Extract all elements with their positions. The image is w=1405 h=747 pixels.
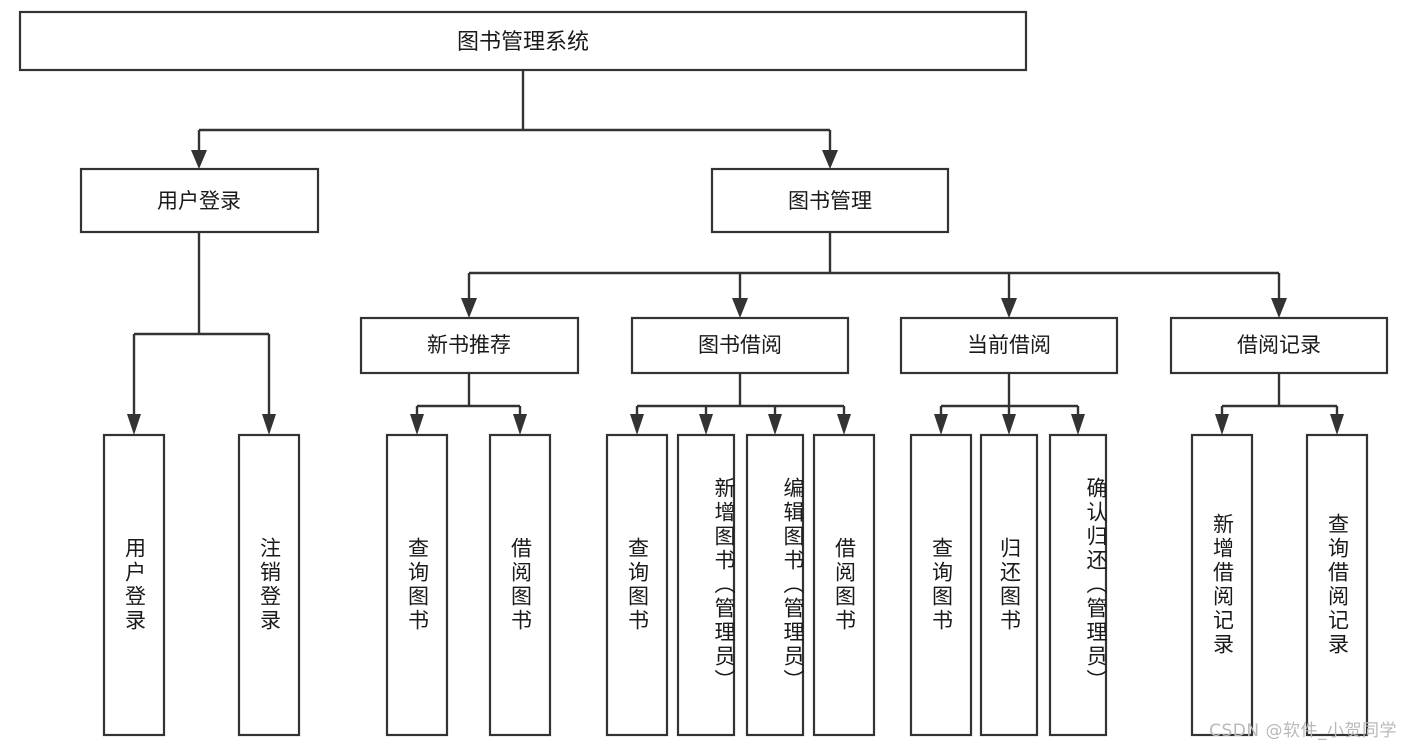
node-current-borrow-box[interactable] — [899, 316, 1119, 375]
arrow-head-bb-leaf4 — [837, 414, 851, 435]
node-new-book-recommend-box[interactable] — [359, 316, 580, 375]
node-book-borrow-label: 图书借阅 — [698, 333, 782, 357]
arrow-head-br-leaf1 — [1215, 414, 1229, 435]
node-current-borrow[interactable]: 当前借阅 — [899, 316, 1119, 375]
leaf-box-query-book-nb[interactable] — [385, 433, 449, 737]
arrow-head-bb-leaf3 — [768, 414, 782, 435]
arrow-head-new-book — [461, 298, 477, 318]
node-root[interactable]: 图书管理系统 — [18, 10, 1028, 72]
node-root-box[interactable] — [18, 10, 1028, 72]
arrow-head-br-leaf2 — [1330, 414, 1344, 435]
node-book-management-label: 图书管理 — [788, 189, 872, 213]
arrow-head-current — [1001, 298, 1017, 318]
leaf-box-add-borrow-record[interactable] — [1190, 433, 1254, 737]
connector-group-new-book — [410, 373, 527, 435]
leaf-box-borrow-book-nb[interactable] — [488, 433, 552, 737]
connector-group-book-mgmt — [461, 232, 1287, 318]
arrow-head-book-mgmt — [822, 150, 838, 169]
node-user-login-box[interactable] — [79, 167, 320, 234]
connector-group-root — [191, 70, 838, 169]
node-borrow-record-label: 借阅记录 — [1237, 333, 1321, 357]
arrow-head-borrow — [732, 298, 748, 318]
node-book-management[interactable]: 图书管理 — [710, 167, 950, 234]
connector-group-current — [934, 373, 1085, 435]
node-new-book-recommend-label: 新书推荐 — [427, 333, 511, 357]
connector-group-borrow — [630, 373, 851, 435]
leaf-box-query-borrow-record[interactable] — [1305, 433, 1369, 737]
arrow-head-nb-leaf1 — [410, 414, 424, 435]
leaf-box-add-book-admin[interactable] — [676, 433, 736, 737]
connector-group-record — [1215, 373, 1344, 435]
leaf-box-edit-book-admin[interactable] — [745, 433, 805, 737]
leaf-box-query-book-bb[interactable] — [605, 433, 669, 737]
arrow-head-record — [1271, 298, 1287, 318]
leaf-box-return-book[interactable] — [979, 433, 1039, 737]
node-user-login[interactable]: 用户登录 — [79, 167, 320, 234]
arrow-head-ul-leaf2 — [262, 414, 276, 435]
node-current-borrow-label: 当前借阅 — [967, 333, 1051, 357]
watermark-text: CSDN @软件_小贺同学 — [1209, 721, 1397, 741]
connector-group-user-login — [127, 232, 276, 435]
node-book-borrow[interactable]: 图书借阅 — [630, 316, 850, 375]
node-book-management-box[interactable] — [710, 167, 950, 234]
arrow-head-cb-leaf1 — [934, 414, 948, 435]
arrow-head-user-login — [191, 150, 207, 169]
node-book-borrow-box[interactable] — [630, 316, 850, 375]
leaf-box-borrow-book-bb[interactable] — [812, 433, 876, 737]
arrow-head-bb-leaf2 — [699, 414, 713, 435]
node-user-login-label: 用户登录 — [157, 189, 241, 213]
node-new-book-recommend[interactable]: 新书推荐 — [359, 316, 580, 375]
leaf-box-logout[interactable] — [237, 433, 301, 737]
leaf-box-user-login[interactable] — [102, 433, 166, 737]
leaf-box-query-book-cb[interactable] — [909, 433, 973, 737]
arrow-head-bb-leaf1 — [630, 414, 644, 435]
arrow-head-cb-leaf3 — [1071, 414, 1085, 435]
arrow-head-nb-leaf2 — [513, 414, 527, 435]
arrow-head-ul-leaf1 — [127, 414, 141, 435]
arrow-head-cb-leaf2 — [1002, 414, 1016, 435]
node-borrow-record[interactable]: 借阅记录 — [1169, 316, 1389, 375]
node-borrow-record-box[interactable] — [1169, 316, 1389, 375]
leaf-box-confirm-return-admin[interactable] — [1048, 433, 1108, 737]
node-root-label: 图书管理系统 — [457, 30, 589, 55]
